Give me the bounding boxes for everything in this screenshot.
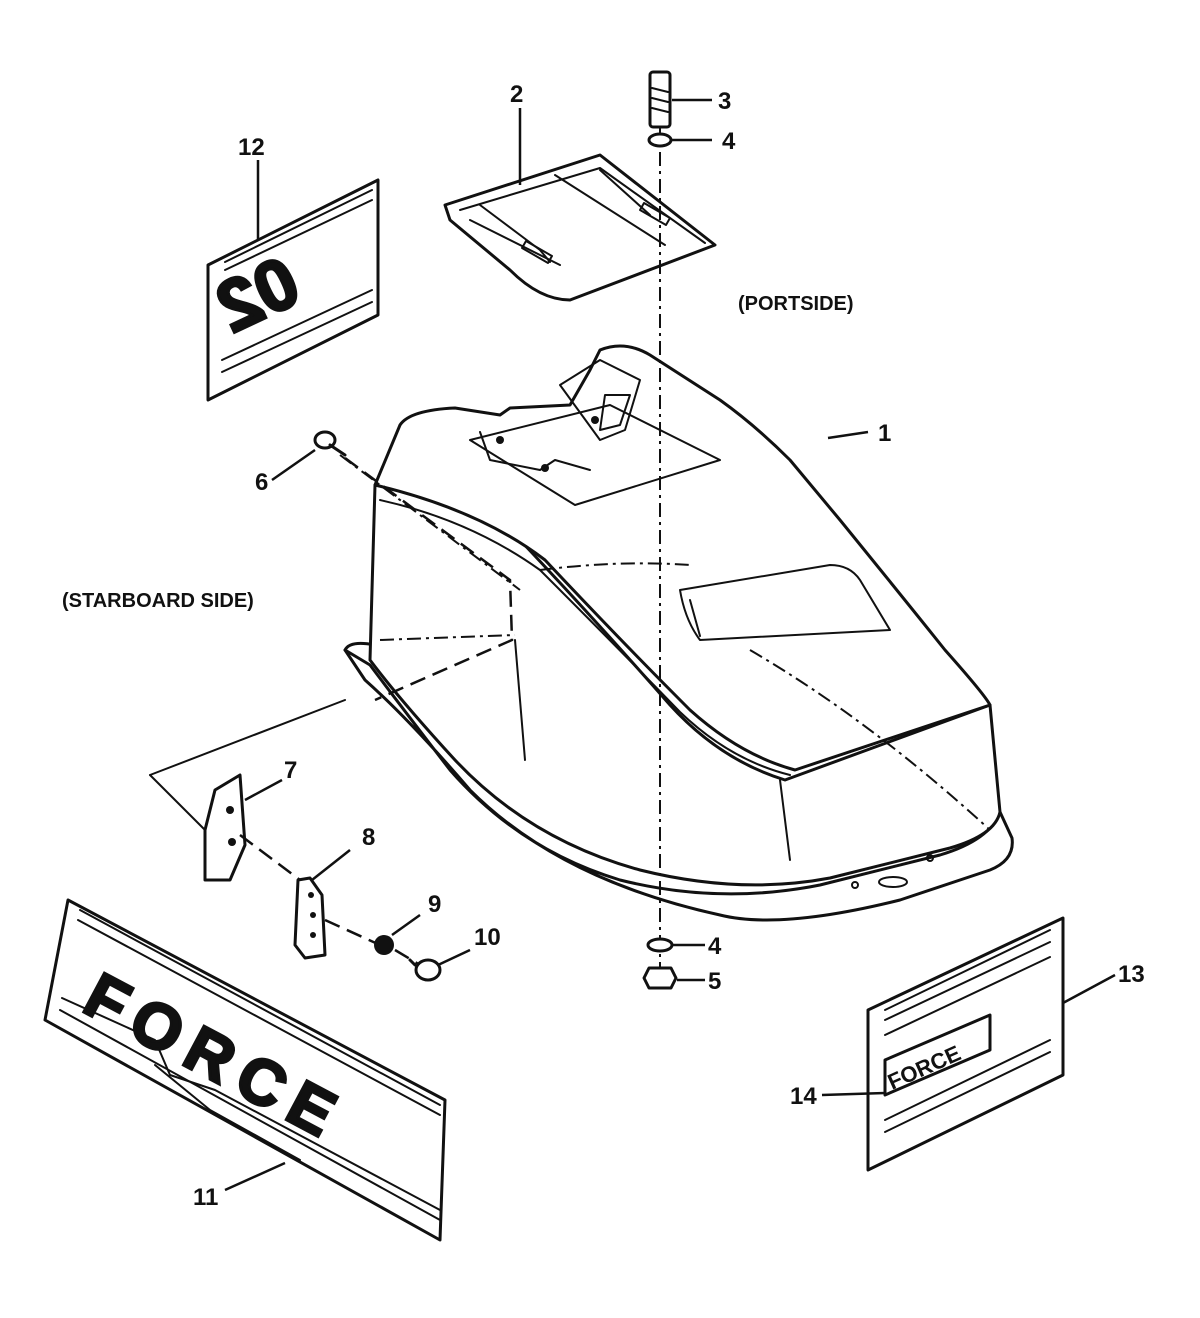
label-part-8: 8 [362,824,375,851]
label-part-5: 5 [708,968,721,995]
label-part-4b: 4 [708,933,722,960]
label-part-14: 14 [790,1083,817,1110]
part-1-cowl [339,344,1014,922]
label-part-9: 9 [428,891,441,918]
part-9-nut [374,935,421,967]
starboard-side-label: (STARBOARD SIDE) [62,590,254,612]
label-part-13: 13 [1118,961,1145,988]
label-part-12: 12 [238,134,265,161]
label-part-11: 11 [193,1184,218,1211]
label-part-3: 3 [718,88,731,115]
part-7-bracket [149,699,346,882]
part-2-top-plate [443,153,717,302]
leader-lines [224,98,1116,1192]
label-part-4a: 4 [722,128,736,155]
label-part-2: 2 [510,81,523,108]
label-part-10: 10 [474,924,501,951]
label-part-1: 1 [878,420,891,447]
part-12-02-decal: 02 [203,178,380,402]
part-10-bolt [408,958,442,982]
label-part-6: 6 [255,469,268,496]
part-8-bracket [239,834,381,960]
portside-label: (PORTSIDE) [738,293,854,315]
part-6-screw [313,430,514,702]
part-labels: 1 2 3 4 4 5 6 7 8 9 10 11 12 13 14 [193,81,1145,1211]
fastener-stack [642,70,678,990]
label-part-7: 7 [284,757,297,784]
